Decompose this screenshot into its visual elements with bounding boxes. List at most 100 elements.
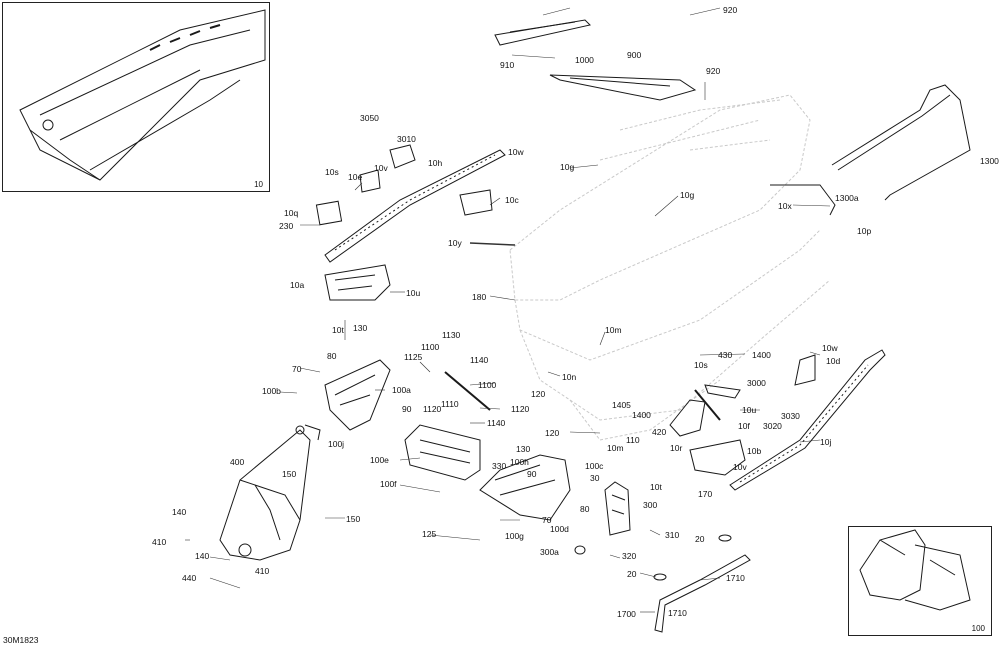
- bracket-10e: [359, 169, 381, 193]
- part-label: 320: [622, 551, 637, 561]
- part-label: 140: [195, 551, 210, 561]
- part-label: 1120: [511, 404, 530, 414]
- part-label: 100j: [328, 439, 345, 449]
- part-label: 1120: [423, 404, 442, 414]
- part-label: 420: [652, 427, 667, 437]
- inset-box-front-frame: 100: [848, 526, 992, 636]
- part-label: 10w: [508, 147, 524, 157]
- part-label: 1100: [478, 380, 497, 390]
- part-label: 100e: [370, 455, 389, 465]
- part-label: 10j: [820, 437, 832, 447]
- bracket-3010: [389, 144, 416, 169]
- plate-10b: [689, 439, 746, 476]
- part-label: 1710: [726, 573, 745, 583]
- part-label: 1300a: [835, 193, 859, 203]
- plate-10c: [459, 189, 493, 216]
- part-label: 300a: [540, 547, 559, 557]
- part-label: 1140: [487, 418, 506, 428]
- rail-900: [549, 74, 697, 101]
- part-label: 100h: [510, 457, 529, 467]
- part-label: 1405: [612, 400, 631, 410]
- part-label: 130: [353, 323, 368, 333]
- part-label: 920: [706, 66, 721, 76]
- part-label: 900: [627, 50, 642, 60]
- part-label: 10m: [605, 325, 622, 335]
- tunnel-illustration: [19, 9, 266, 181]
- front-frame-400: [219, 424, 321, 561]
- inset-box-tunnel: 10: [2, 2, 270, 192]
- part-label: 10w: [822, 343, 838, 353]
- rail-910: [494, 19, 591, 46]
- part-label: 10t: [332, 325, 344, 335]
- part-label: 1000: [575, 55, 594, 65]
- chassis-ghost-outline: [509, 94, 831, 441]
- rail-1700: [654, 554, 751, 633]
- part-label: 20: [627, 569, 637, 579]
- part-label: 1130: [442, 330, 461, 340]
- part-label: 10a: [290, 280, 305, 290]
- part-label: 90: [402, 404, 412, 414]
- part-label: 70: [292, 364, 302, 374]
- part-label: 120: [545, 428, 560, 438]
- diagram-code: 30M1823: [3, 635, 39, 645]
- plug-20-b: [653, 573, 667, 581]
- part-label: 3030: [781, 411, 800, 421]
- part-label: 100f: [380, 479, 397, 489]
- part-label: 10f: [738, 421, 750, 431]
- part-label: 3010: [397, 134, 416, 144]
- part-label: 10g: [560, 162, 575, 172]
- part-label: 430: [718, 350, 733, 360]
- part-label: 410: [152, 537, 167, 547]
- part-label: 10q: [284, 208, 299, 218]
- part-label: 3050: [360, 113, 379, 123]
- part-label: 440: [182, 573, 197, 583]
- part-label: 1400: [752, 350, 771, 360]
- part-label: 300: [643, 500, 658, 510]
- inset-ref-label: 100: [971, 624, 985, 633]
- part-label: 100c: [585, 461, 604, 471]
- part-label: 10u: [742, 405, 757, 415]
- part-label: 10v: [733, 462, 747, 472]
- part-label: 920: [723, 5, 738, 15]
- bracket-10q: [315, 200, 343, 226]
- part-label: 10y: [448, 238, 462, 248]
- plate-10d: [794, 354, 816, 386]
- part-label: 100d: [550, 524, 569, 534]
- part-label: 140: [172, 507, 187, 517]
- part-label: 10v: [374, 163, 388, 173]
- cap-300a: [574, 545, 586, 555]
- strip-10h: [324, 149, 506, 263]
- part-label: 10r: [670, 443, 683, 453]
- part-label: 1100: [421, 342, 440, 352]
- part-label: 10b: [747, 446, 762, 456]
- part-label: 10x: [778, 201, 792, 211]
- part-label: 10n: [562, 372, 577, 382]
- part-label: 70: [542, 515, 552, 525]
- handle-1300: [770, 84, 971, 216]
- rod-1100: [444, 371, 491, 411]
- part-label: 125: [422, 529, 437, 539]
- part-label: 10g: [680, 190, 695, 200]
- part-label: 10t: [650, 482, 662, 492]
- part-label: 170: [698, 489, 713, 499]
- footrest-100a: [324, 359, 391, 431]
- part-label: 230: [279, 221, 294, 231]
- floor-plate-100e: [404, 424, 481, 481]
- part-label: 10m: [607, 443, 624, 453]
- vent-420: [669, 399, 706, 437]
- part-label: 10p: [857, 226, 872, 236]
- part-label: 10s: [694, 360, 708, 370]
- part-label: 310: [665, 530, 680, 540]
- part-label: 150: [346, 514, 361, 524]
- part-label: 10e: [348, 172, 363, 182]
- part-label: 1300: [980, 156, 999, 166]
- part-label: 1710: [668, 608, 687, 618]
- inset-ref-label: 10: [254, 180, 263, 189]
- part-label: 1125: [404, 352, 423, 362]
- part-label: 3000: [747, 378, 766, 388]
- part-label: 10u: [406, 288, 421, 298]
- part-label: 110: [626, 435, 640, 445]
- part-label: 10c: [505, 195, 519, 205]
